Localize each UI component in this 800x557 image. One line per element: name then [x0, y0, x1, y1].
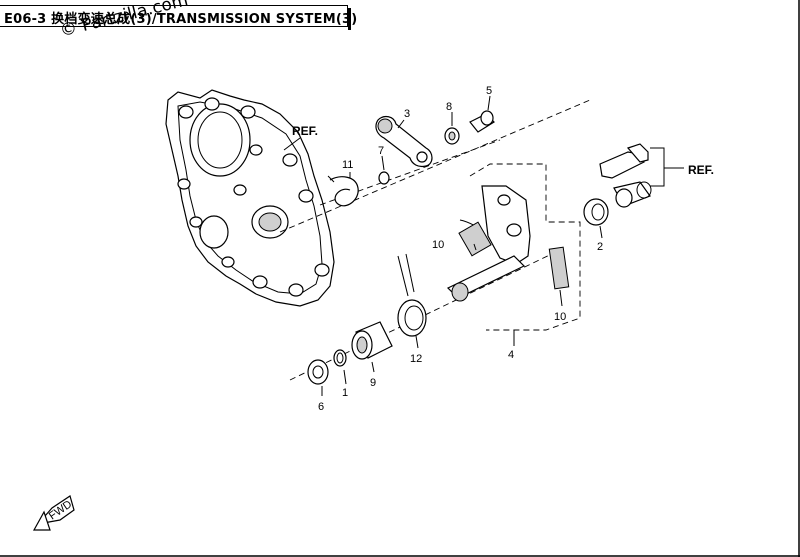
- part-9-bushing: [351, 321, 393, 373]
- label-part-7: 7: [378, 145, 384, 157]
- fwd-arrow-icon: FWD: [32, 495, 75, 531]
- part-2-oil-seal: [583, 198, 609, 239]
- part-10-spring-right: [548, 246, 570, 307]
- title-box: E06-3 换档变速总成(3)/TRANSMISSION SYSTEM(3): [0, 5, 357, 27]
- part-12-return-spring: [397, 253, 427, 349]
- part-8-washer: [444, 112, 460, 145]
- part-1-circlip: [333, 349, 347, 385]
- part-10-spring-left: [458, 219, 492, 257]
- label-part-4: 4: [508, 349, 514, 361]
- label-part-10-left: 10: [432, 239, 444, 251]
- label-part-2: 2: [597, 241, 603, 253]
- label-part-9: 9: [370, 377, 376, 389]
- page-title: E06-3 换档变速总成(3)/TRANSMISSION SYSTEM(3): [4, 12, 358, 27]
- label-part-12: 12: [410, 353, 422, 365]
- title-shadow: [348, 8, 351, 30]
- part-11-torsion-spring: [327, 172, 359, 207]
- part-3-shift-arm: [375, 115, 433, 168]
- label-part-6: 6: [318, 401, 324, 413]
- label-part-10-right: 10: [554, 311, 566, 323]
- label-part-3: 3: [404, 108, 410, 120]
- part-7-circlip: [378, 155, 390, 185]
- label-part-1: 1: [342, 387, 348, 399]
- ref-label-left: REF.: [292, 124, 318, 138]
- part-6-washer: [307, 359, 329, 396]
- part-5-bolt: [469, 95, 495, 133]
- part-4-shift-shaft: [446, 185, 531, 346]
- ref-shaft-right: [599, 143, 684, 208]
- ref-label-right: REF.: [688, 163, 714, 177]
- label-part-11: 11: [342, 159, 353, 171]
- label-part-5: 5: [486, 85, 492, 97]
- label-part-8: 8: [446, 101, 452, 113]
- transmission-cover: [165, 89, 335, 307]
